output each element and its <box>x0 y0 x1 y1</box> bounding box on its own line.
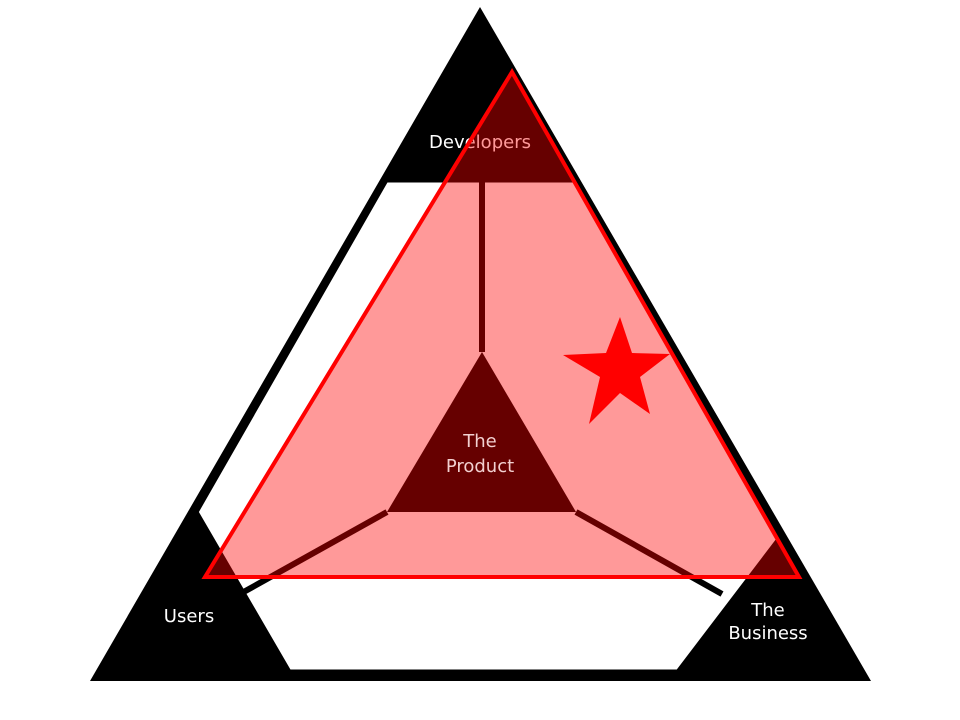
label-product-line1: The <box>462 431 496 452</box>
star-icon <box>563 317 670 424</box>
connector-users <box>238 509 389 597</box>
label-product-line2: Product <box>446 456 514 477</box>
label-developers: Developers <box>429 132 531 153</box>
label-business-line1: The <box>750 600 784 621</box>
label-users: Users <box>164 606 214 627</box>
center-triangle <box>387 352 576 512</box>
connector-business <box>574 509 724 597</box>
label-business-line2: Business <box>728 623 807 644</box>
overlay-triangle <box>201 68 803 579</box>
